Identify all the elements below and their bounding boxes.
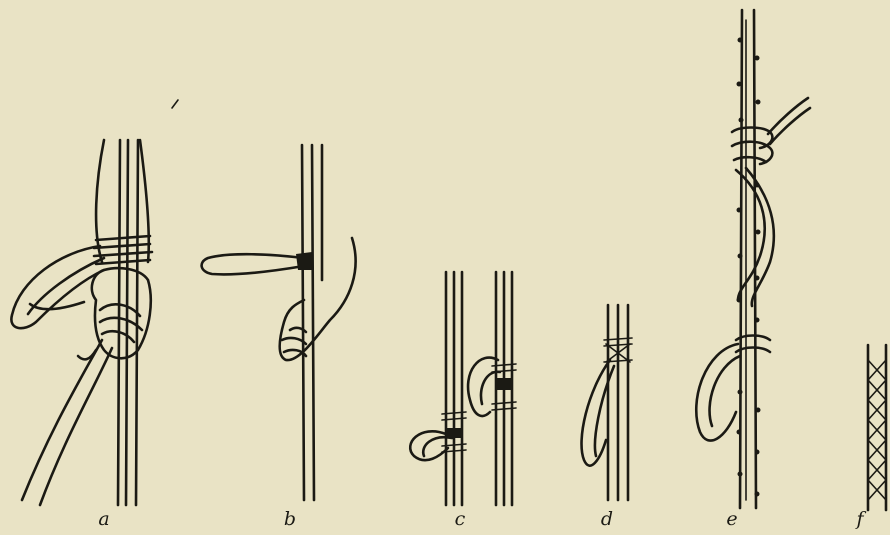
figure-a (11, 100, 178, 505)
figure-label-e: e (726, 510, 737, 529)
figure-e (696, 10, 810, 508)
figure-c (410, 272, 516, 505)
figure-label-a: a (98, 510, 109, 529)
figure-d (582, 305, 632, 500)
figure-label-c: c (455, 510, 466, 529)
figure-label-d: d (601, 510, 613, 529)
figure-b (202, 145, 356, 500)
figure-label-f: f (856, 510, 863, 529)
figure-f (868, 345, 886, 510)
figure-label-b: b (284, 510, 296, 529)
